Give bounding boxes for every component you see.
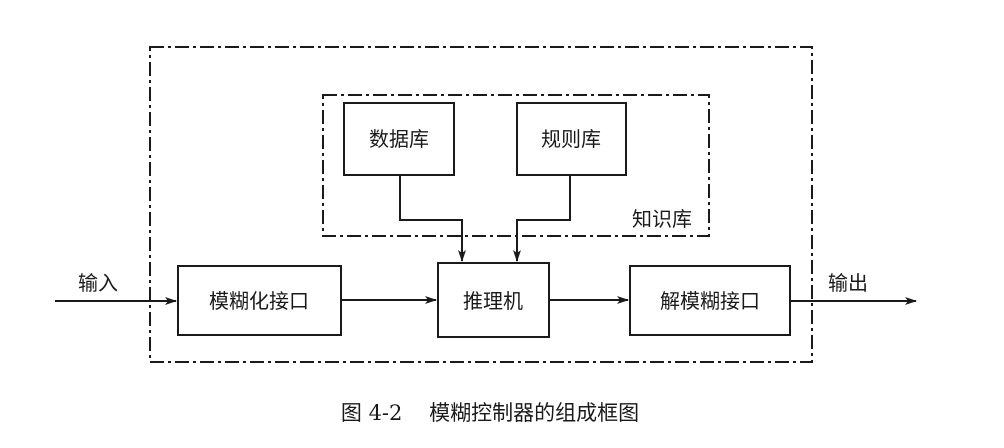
database-block: 数据库 xyxy=(343,102,455,176)
inference-block: 推理机 xyxy=(437,262,550,338)
defuzzifier-label: 解模糊接口 xyxy=(660,289,760,313)
controller-boundary xyxy=(149,46,813,363)
fuzzifier-block: 模糊化接口 xyxy=(177,265,342,336)
database-to-inference-arrow xyxy=(399,175,466,262)
inference-label: 推理机 xyxy=(463,289,523,313)
output-label: 输出 xyxy=(828,271,868,295)
database-label: 数据库 xyxy=(369,127,429,151)
fuzzifier-label: 模糊化接口 xyxy=(209,289,309,313)
rulebase-label: 规则库 xyxy=(541,127,601,151)
defuzzifier-block: 解模糊接口 xyxy=(629,265,791,336)
figure-caption: 图 4-2 模糊控制器的组成框图 xyxy=(341,401,639,425)
rulebase-to-inference-arrow xyxy=(513,175,571,262)
input-label: 输入 xyxy=(78,271,118,295)
rulebase-block: 规则库 xyxy=(516,102,627,176)
knowledge-base-label: 知识库 xyxy=(632,207,692,231)
